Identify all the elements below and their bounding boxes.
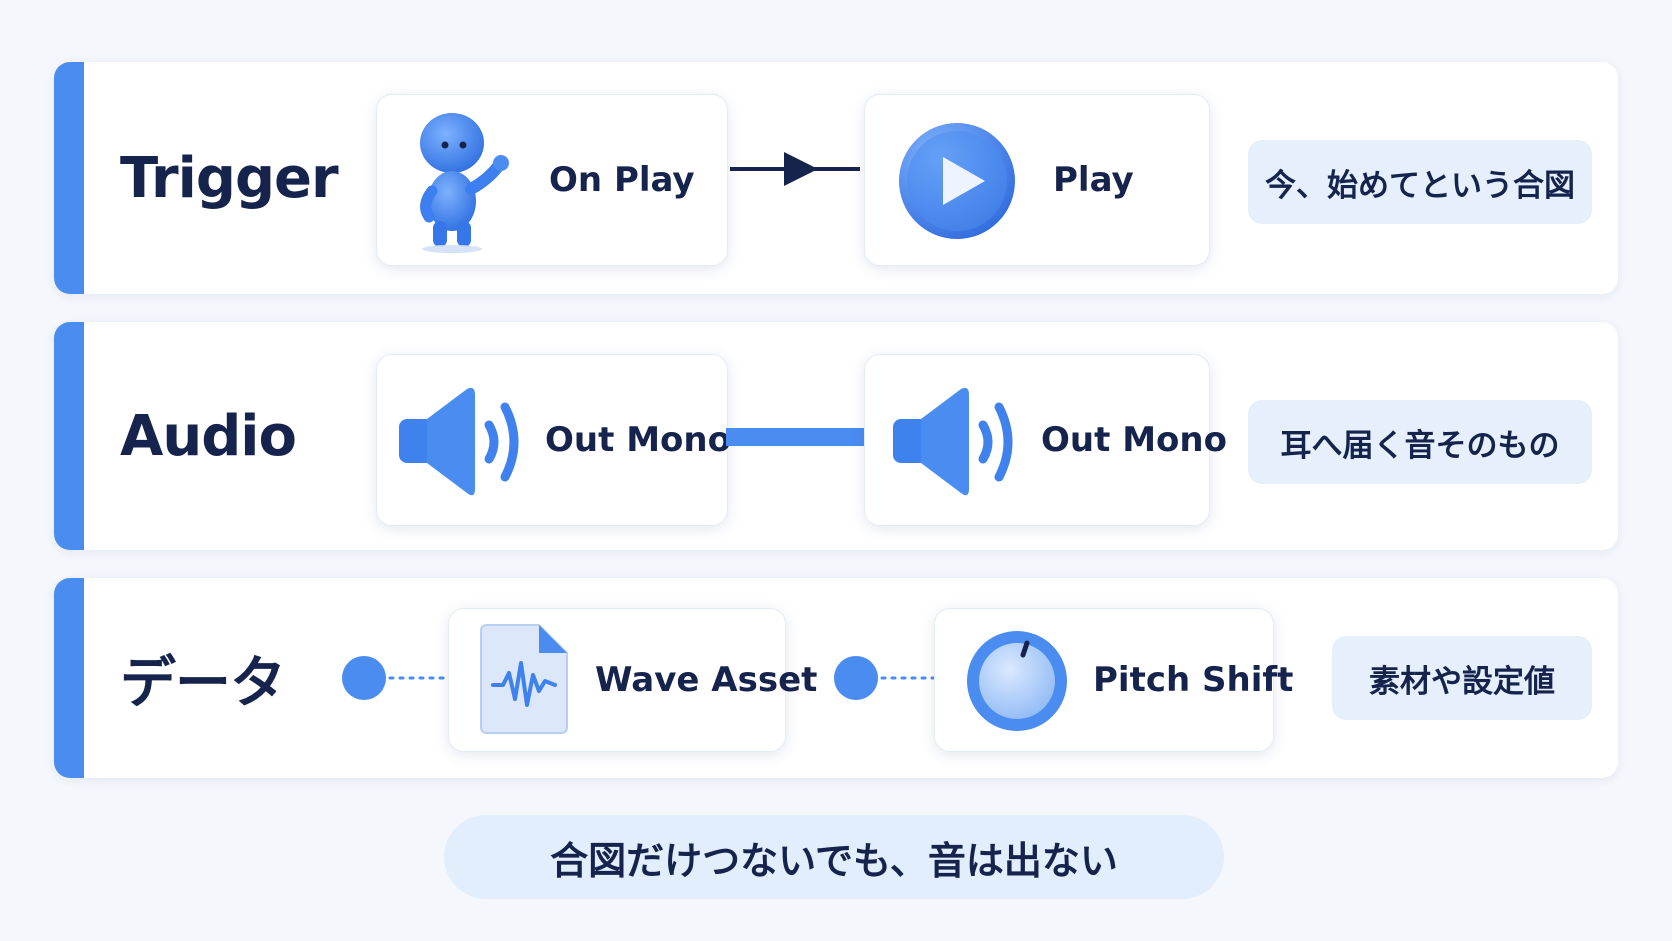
connector-arrow	[730, 152, 860, 186]
row-title-audio: Audio	[120, 403, 297, 469]
node-on-play[interactable]: On Play	[376, 94, 728, 266]
row-accent-bar	[54, 62, 84, 294]
connector-dotted-pin	[834, 656, 942, 700]
row-title-trigger: Trigger	[120, 145, 339, 211]
node-pitch-shift[interactable]: Pitch Shift	[934, 608, 1293, 752]
row-accent-bar	[54, 322, 84, 550]
row-title-data: データ	[120, 650, 286, 716]
connector-dotted-pin	[342, 656, 450, 700]
connector-line	[726, 428, 864, 446]
footer-caption: 合図だけつないでも、音は出ない	[444, 815, 1224, 899]
play-icon	[897, 121, 1019, 247]
waveform-file-icon	[479, 623, 571, 739]
node-out-mono-1[interactable]: Out Mono	[376, 354, 731, 526]
row-note: 素材や設定値	[1332, 636, 1592, 720]
speaker-icon	[397, 385, 527, 503]
node-play[interactable]: Play	[864, 94, 1210, 266]
row-note: 今、始めてという合図	[1248, 140, 1592, 224]
row-note: 耳へ届く音そのもの	[1248, 400, 1592, 484]
speaker-icon	[891, 385, 1021, 503]
character-icon	[407, 109, 517, 258]
node-label: Out Mono	[545, 420, 731, 460]
node-label: Out Mono	[1041, 420, 1227, 460]
row-trigger: Trigger On Play	[54, 62, 1618, 294]
node-label: On Play	[549, 160, 695, 200]
row-audio: Audio Out Mono Out Mono 耳へ届く音そのもの	[54, 322, 1618, 550]
node-out-mono-2[interactable]: Out Mono	[864, 354, 1227, 526]
row-accent-bar	[54, 578, 84, 778]
knob-icon	[965, 629, 1069, 737]
node-label: Play	[1053, 160, 1134, 200]
node-label: Pitch Shift	[1093, 660, 1294, 700]
node-wave-asset[interactable]: Wave Asset	[448, 608, 817, 752]
node-label: Wave Asset	[595, 660, 818, 700]
row-data: データ Wave Asset	[54, 578, 1618, 778]
